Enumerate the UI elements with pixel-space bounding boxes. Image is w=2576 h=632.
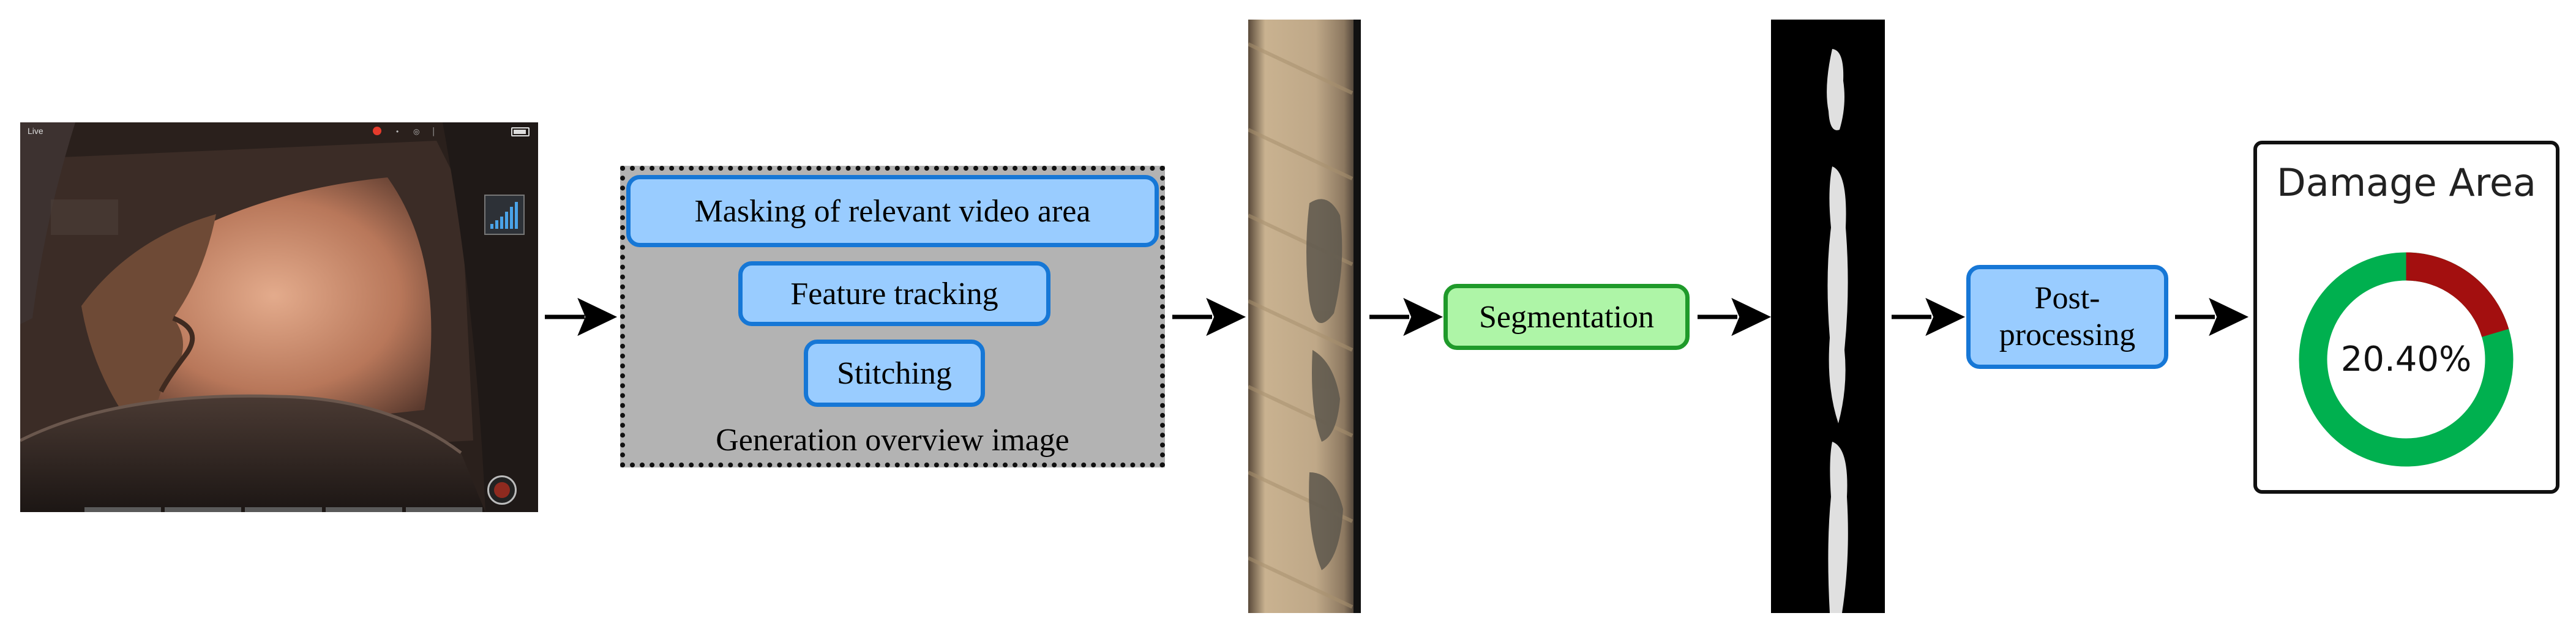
postprocessing-step: Post- processing xyxy=(1966,265,2168,369)
segmentation-mask-strip xyxy=(1771,20,1885,613)
borescope-scene xyxy=(20,122,538,512)
bottom-tab[interactable] xyxy=(245,507,322,512)
bottom-tab-bar xyxy=(84,507,483,512)
arrow-head xyxy=(577,297,618,336)
damage-area-card xyxy=(2253,141,2559,494)
step-masking: Masking of relevant video area xyxy=(626,175,1159,247)
signal-icon: │ xyxy=(432,127,436,136)
signal-bars-icon xyxy=(490,202,518,229)
bottom-tab[interactable] xyxy=(165,507,242,512)
record-button[interactable] xyxy=(487,475,517,505)
bottom-tab[interactable] xyxy=(84,507,162,512)
arrow-head xyxy=(1925,297,1966,336)
live-indicator: Live xyxy=(28,126,43,136)
wifi-icon: ◎ xyxy=(413,127,420,136)
overview-label: Generation overview image xyxy=(716,423,1069,458)
camera-status-bar: Live • ◎ │ xyxy=(20,122,538,139)
borescope-screenshot: Live • ◎ │ 💾 ← xyxy=(20,122,538,512)
damage-donut-chart: 20.40% xyxy=(2299,252,2514,467)
recording-dot-icon xyxy=(373,127,381,135)
segmentation-step: Segmentation xyxy=(1443,284,1690,350)
bluetooth-icon: • xyxy=(396,127,399,136)
arrow-head xyxy=(2209,297,2249,336)
gain-level-button[interactable] xyxy=(484,195,525,235)
battery-icon xyxy=(511,127,530,136)
stitched-overview-strip xyxy=(1248,20,1361,613)
bottom-tab[interactable] xyxy=(325,507,402,512)
arrow-head xyxy=(1403,297,1443,336)
step-feature-tracking: Feature tracking xyxy=(738,261,1050,326)
bottom-tab[interactable] xyxy=(405,507,483,512)
damage-percentage: 20.40% xyxy=(2341,340,2472,379)
arrow-head xyxy=(1206,297,1246,336)
damage-arc xyxy=(2405,252,2509,338)
damage-area-title: Damage Area xyxy=(2276,160,2536,205)
arrow-head xyxy=(1731,297,1772,336)
step-stitching: Stitching xyxy=(804,340,985,407)
